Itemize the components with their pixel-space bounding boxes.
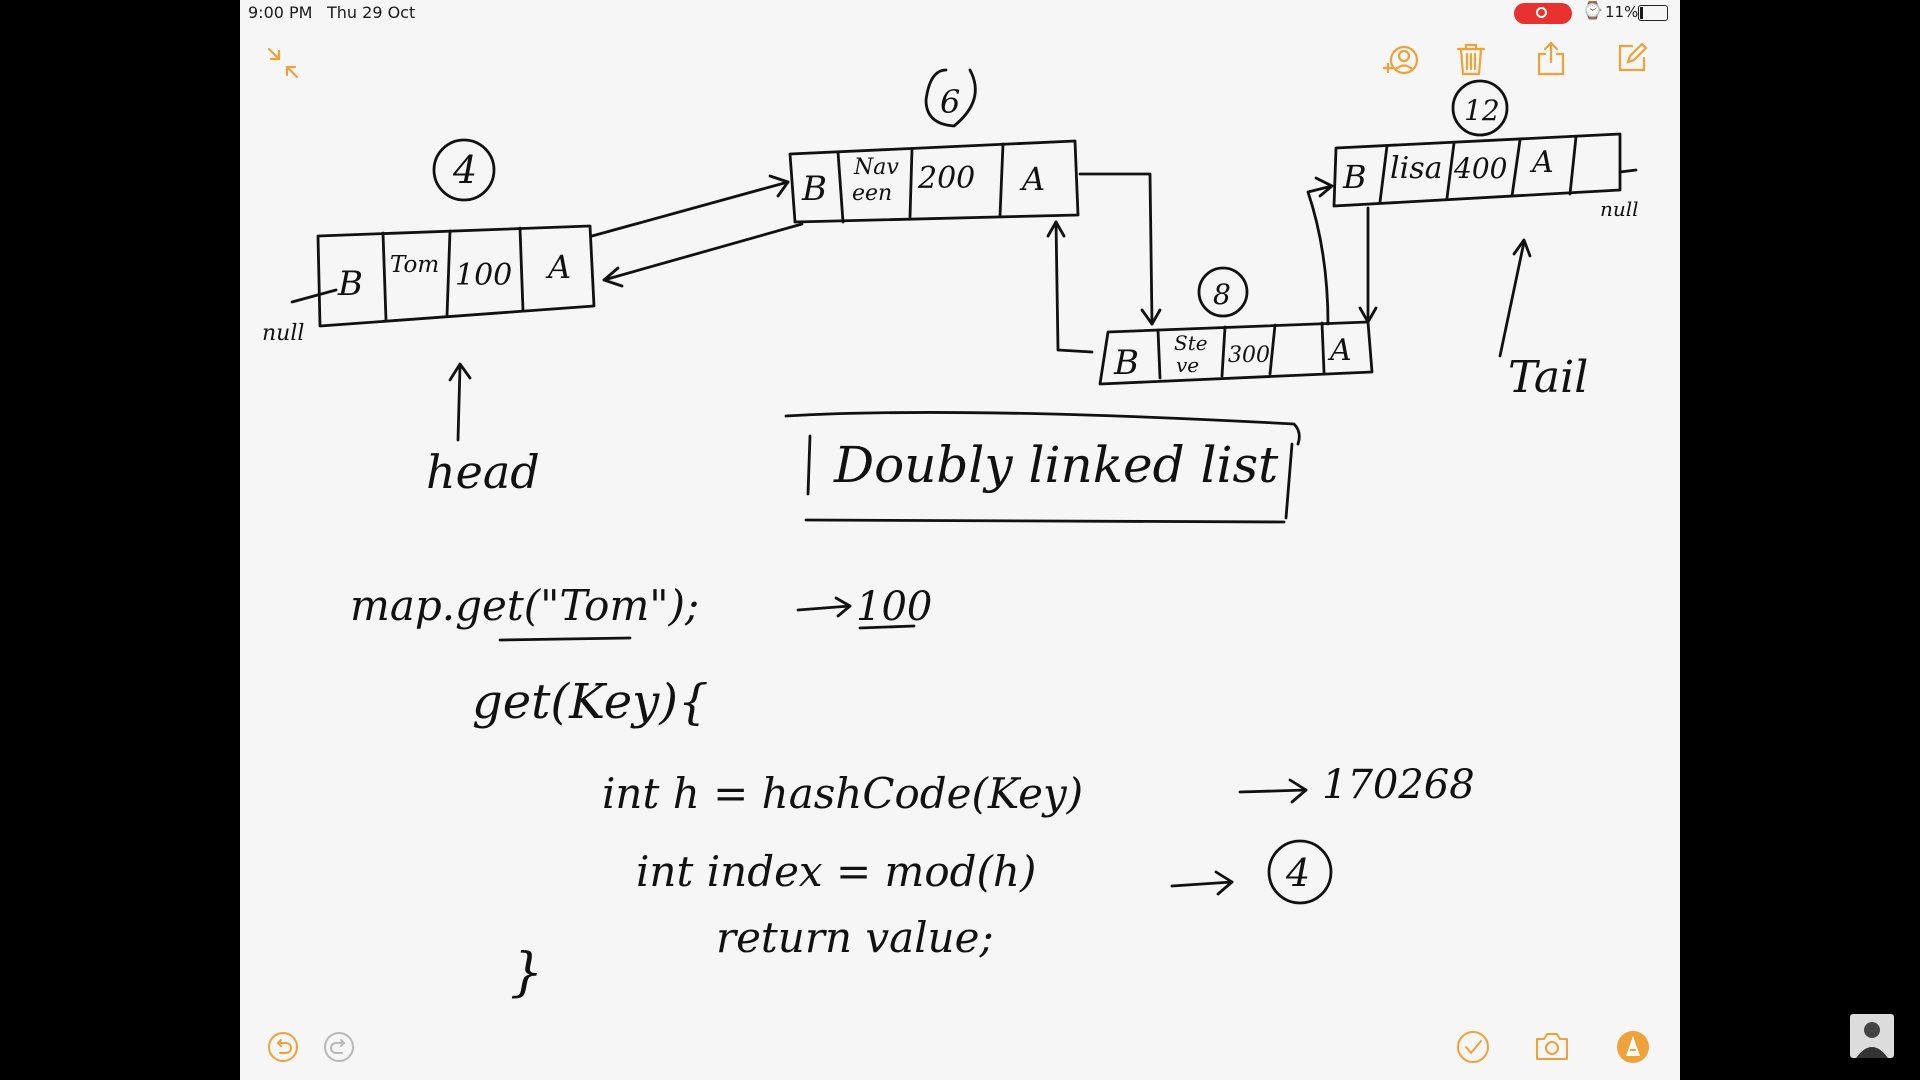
node2-next: A: [1019, 160, 1045, 198]
code-line2: get(Key){: [472, 674, 709, 730]
node1-value: 100: [455, 258, 512, 293]
add-person-icon[interactable]: [1381, 43, 1421, 79]
node3-name-1: Ste: [1174, 331, 1208, 355]
node2-index: 6: [940, 83, 960, 121]
webcam-thumbnail: [1850, 1014, 1894, 1058]
list-node-naveen: [788, 68, 1080, 224]
code-line6: }: [510, 943, 543, 1003]
code-line3: int h = hashCode(Key): [602, 769, 1083, 818]
head-label: head: [426, 445, 540, 499]
battery-percent: 11%: [1605, 3, 1639, 21]
node1-null: null: [262, 321, 304, 346]
node4-name: lisa: [1390, 151, 1442, 186]
node3-prev: B: [1113, 343, 1139, 383]
status-date: Thu 29 Oct: [327, 3, 416, 22]
node3-name-2: ve: [1176, 353, 1199, 377]
node4-value: 400: [1453, 152, 1507, 185]
undo-icon[interactable]: [267, 1031, 299, 1063]
node4-null: null: [1600, 197, 1639, 221]
node3-index: 8: [1213, 278, 1231, 311]
code-line4-result: 4: [1285, 851, 1310, 895]
camera-icon[interactable]: [1534, 1031, 1570, 1061]
index-circle: [924, 68, 977, 128]
result-circle: [1267, 839, 1333, 905]
code-line1-result: 100: [856, 584, 932, 630]
tail-label: Tail: [1508, 352, 1588, 403]
wifi-icon: ⌚: [1582, 1, 1604, 21]
status-bar: 9:00 PM Thu 29 Oct ⌚ 11%: [240, 0, 1680, 26]
node2-prev: B: [801, 169, 827, 209]
markup-pen-icon[interactable]: [1616, 1030, 1650, 1064]
index-circle: [1197, 266, 1249, 318]
node1-name: Tom: [390, 252, 439, 278]
list-node-steve: [1098, 266, 1374, 386]
person-icon: [1856, 1022, 1888, 1058]
node2-name-1: Nav: [853, 155, 899, 180]
trash-icon[interactable]: [1456, 42, 1486, 76]
node4-index: 12: [1464, 94, 1500, 127]
node1-index: 4: [452, 148, 477, 192]
node3-value: 300: [1228, 343, 1270, 368]
status-time: 9:00 PM: [248, 3, 313, 22]
node4-prev: B: [1342, 158, 1367, 196]
node1-next: A: [545, 248, 571, 286]
node2-value: 200: [917, 161, 975, 196]
code-line1: map.get("Tom");: [350, 581, 699, 630]
collapse-icon[interactable]: [266, 46, 300, 80]
screen-recording-icon[interactable]: [1514, 3, 1572, 24]
code-annotations: [498, 596, 1333, 905]
code-line4: int index = mod(h): [636, 847, 1036, 896]
code-line5: return value;: [716, 913, 994, 962]
checkmark-icon[interactable]: [1456, 1030, 1490, 1064]
ipad-screen: 9:00 PM Thu 29 Oct ⌚ 11%: [240, 0, 1680, 1080]
node4-next: A: [1529, 145, 1554, 180]
compose-icon[interactable]: [1616, 42, 1648, 74]
node1-prev: B: [337, 264, 363, 304]
list-node-lisa: [1332, 79, 1622, 208]
node3-next: A: [1327, 333, 1352, 368]
pointer-arrows: [290, 168, 1638, 442]
redo-icon[interactable]: [323, 1031, 355, 1063]
list-node-tom: [316, 138, 596, 328]
index-circle: [1451, 79, 1509, 137]
node2-name-2: een: [852, 181, 892, 206]
index-circle: [432, 138, 496, 202]
title-box: [784, 411, 1301, 524]
battery-icon: [1638, 5, 1668, 21]
share-icon[interactable]: [1536, 40, 1566, 76]
code-line3-result: 170268: [1322, 762, 1475, 808]
note-canvas[interactable]: B Tom 100 A 4 null B Nav een 200 A 6 B S…: [240, 0, 1680, 1080]
list-title: Doubly linked list: [833, 436, 1279, 494]
